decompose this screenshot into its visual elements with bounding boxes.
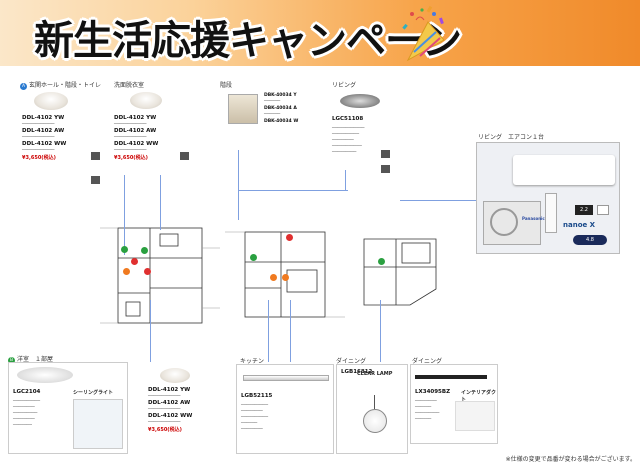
room-photo: [73, 399, 123, 449]
spec-badge: [381, 150, 390, 158]
energy-icon: [597, 205, 609, 215]
marker-a: A: [20, 83, 27, 90]
pin-green: [250, 254, 257, 261]
footer-note: ※仕様の変更で品番が変わる場合がございます。: [505, 456, 636, 463]
wall-light-image: [228, 94, 258, 124]
model-3: DDL-4102 WW: [114, 141, 159, 147]
downlight-image: [130, 92, 162, 109]
kitchen-label: キッチン: [240, 358, 265, 365]
party-popper-icon: [402, 5, 445, 62]
bulb-image: [363, 409, 387, 433]
washroom-label: 洗面脱衣室: [114, 82, 145, 89]
dining1-card: LGB16812 CLEAR LAMP: [336, 364, 408, 454]
pin-red: [131, 258, 138, 265]
model-1: DDL-4102 YW: [22, 115, 65, 121]
header-banner: 新生活応援キャンペーン: [0, 0, 640, 66]
aircon-indoor-unit-image: [513, 155, 615, 185]
ceiling-light-image: [17, 367, 73, 383]
connector-line: [160, 175, 161, 230]
pin-red: [286, 234, 293, 241]
capacity-badge: 2.2: [575, 205, 593, 215]
duct-rail-image: [415, 375, 487, 379]
price: ¥3,650(税込): [114, 155, 148, 161]
rating-badge: 4.8: [573, 235, 607, 245]
aircon-card: Panasonic 2.2 nanoe X 4.8: [476, 142, 620, 254]
price: ¥3,650(税込): [148, 427, 182, 433]
connector-line: [400, 200, 476, 201]
nanoe-logo: nanoe X: [563, 221, 596, 229]
brand-logo: Panasonic: [522, 216, 545, 221]
pin-green: [141, 247, 148, 254]
western-card: LGC2104 シーリングライト ───────────────────────…: [8, 362, 128, 454]
connector-line: [290, 300, 291, 362]
living-card: LGC51108 ───────────────────────────────…: [330, 88, 400, 183]
western2-spec: DDL-4102 YW ──────────── DDL-4102 AW ───…: [148, 387, 193, 433]
model-1: DBK-40034 Y: [264, 93, 297, 98]
marker-b: B: [8, 357, 15, 364]
model-3: DDL-4102 WW: [148, 413, 193, 419]
aircon-label: リビング エアコン１台: [478, 134, 545, 141]
spec-badge: [91, 176, 100, 184]
wall-light-card: DBK-40034 Y ────── DBK-40034 A ────── DB…: [220, 88, 310, 150]
spec-badge: [91, 152, 100, 160]
model-2: DDL-4102 AW: [114, 128, 157, 134]
connector-line: [124, 175, 125, 255]
spec-badge: [180, 152, 189, 160]
downlight-image: [34, 92, 68, 110]
remote-control-image: [545, 193, 557, 233]
pin-red: [144, 268, 151, 275]
model-1: DDL-4102 YW: [114, 115, 157, 121]
entrance-spec: DDL-4102 YW ──────────── DDL-4102 AW ───…: [22, 115, 67, 161]
pin-orange: [123, 268, 130, 275]
floorplan-1f: [100, 227, 220, 324]
diagram-image: [455, 401, 495, 431]
ceiling-light-image: [340, 94, 380, 108]
connector-line: [238, 150, 239, 220]
living-label: リビング: [332, 82, 357, 89]
living-model: LGC51108: [332, 116, 364, 122]
model-2: DDL-4102 AW: [22, 128, 65, 134]
pin-green: [121, 246, 128, 253]
price: ¥3,650(税込): [22, 155, 56, 161]
connector-line: [380, 300, 381, 362]
dining2-card: LX34095BZ インテリアダクト ─────────────────────…: [410, 364, 498, 444]
dining1-model: LGB16812: [341, 369, 373, 375]
pin-green: [378, 258, 385, 265]
pin-orange: [282, 274, 289, 281]
connector-line: [150, 300, 151, 362]
floorplan-2f: [225, 231, 345, 318]
kitchen-card: LGB52115 ───────────────────────────────…: [236, 364, 334, 454]
model-1: DDL-4102 YW: [148, 387, 191, 393]
connector-line: [238, 190, 348, 191]
wall-label: 階段: [220, 82, 233, 89]
page-title: 新生活応援キャンペーン: [34, 18, 462, 64]
dining2-model: LX34095BZ: [415, 389, 451, 395]
model-3: DDL-4102 WW: [22, 141, 67, 147]
pin-orange: [270, 274, 277, 281]
western-model: LGC2104: [13, 389, 41, 395]
lamp-name: CLEAR LAMP: [357, 371, 393, 377]
model-2: DDL-4102 AW: [148, 400, 191, 406]
base-light-image: [243, 375, 329, 381]
downlight-image: [160, 368, 190, 383]
dining2-label: ダイニング: [412, 358, 443, 365]
kitchen-model: LGB52115: [241, 393, 273, 399]
model-3: DBK-40034 W: [264, 119, 299, 124]
lamp-name: インテリアダクト: [461, 390, 497, 403]
spec-badge: [381, 165, 390, 173]
model-2: DBK-40034 A: [264, 106, 297, 111]
floorplan-3f: [363, 238, 437, 306]
connector-line: [345, 170, 346, 190]
dining1-label: ダイニング: [336, 358, 367, 365]
connector-line: [268, 300, 269, 362]
washroom-spec: DDL-4102 YW ──────────── DDL-4102 AW ───…: [114, 115, 159, 161]
lamp-name: シーリングライト: [73, 390, 114, 396]
aircon-outdoor-unit-image: Panasonic: [483, 201, 545, 245]
